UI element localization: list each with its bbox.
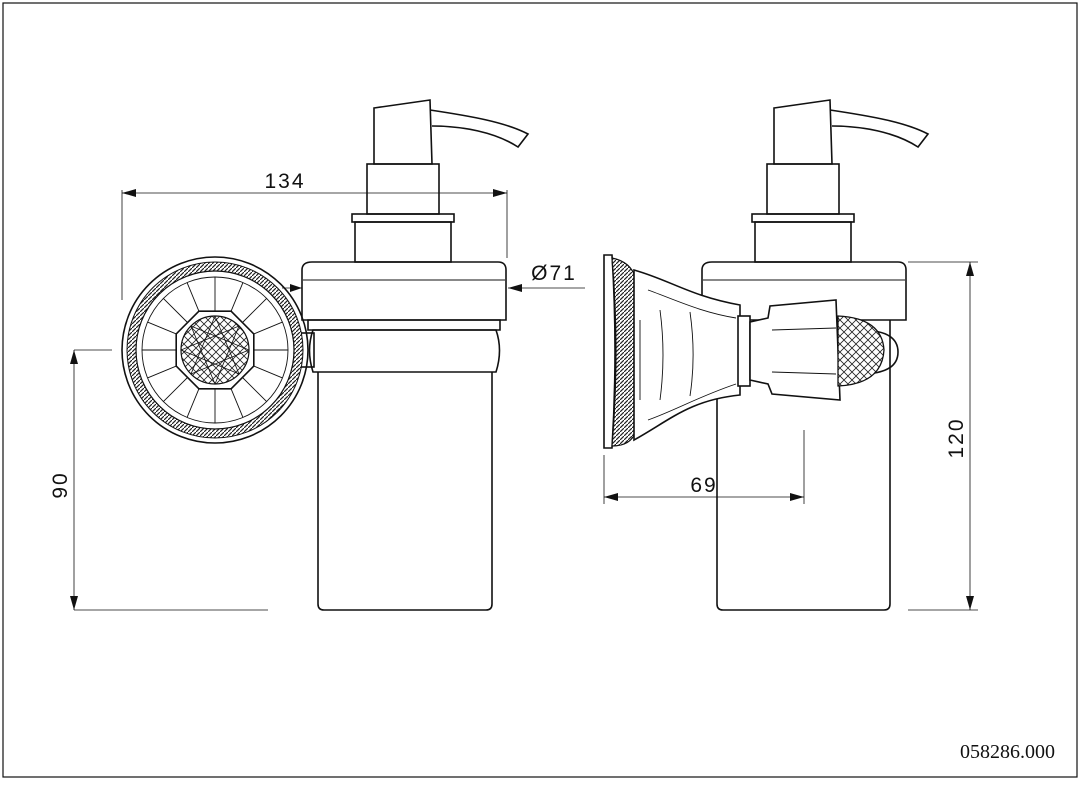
front-pump xyxy=(351,99,530,263)
side-arm xyxy=(749,299,841,401)
rosette-spoke xyxy=(147,321,181,336)
crystal-facet xyxy=(214,325,240,385)
rosette-spoke xyxy=(147,364,181,379)
dimension-120-label: 120 xyxy=(945,417,968,458)
product-code: 058286.000 xyxy=(960,741,1055,763)
rosette-spoke xyxy=(229,282,244,316)
crystal-facet xyxy=(214,315,240,375)
crystal-facet xyxy=(190,349,250,375)
rosette-spoke xyxy=(186,384,201,418)
rosette-spoke xyxy=(229,384,244,418)
front-holder-ring xyxy=(308,329,501,373)
rosette-spoke xyxy=(241,376,267,402)
side-cap xyxy=(701,261,907,321)
rosette-spoke xyxy=(163,376,189,402)
side-collar xyxy=(737,315,751,387)
rosette-spoke xyxy=(163,298,189,324)
side-crystal xyxy=(837,315,885,387)
crystal-facet xyxy=(190,315,216,375)
front-cap xyxy=(301,261,507,321)
rosette-spoke xyxy=(249,321,283,336)
rosette-spoke xyxy=(249,364,283,379)
crystal-facet xyxy=(180,349,240,375)
dimension-90-label: 90 xyxy=(49,471,72,498)
front-neck xyxy=(307,319,501,331)
front-dimensions: 134 Ø71 90 xyxy=(49,170,585,611)
crystal-facet xyxy=(190,325,216,385)
side-view xyxy=(603,99,930,611)
dimension-diameter-71-label: Ø71 xyxy=(531,262,577,285)
dimension-69-label: 69 xyxy=(690,474,717,497)
crystal-facet xyxy=(190,325,250,351)
side-dimensions: 69 120 xyxy=(603,261,978,611)
crystal-facet xyxy=(180,325,240,351)
side-bracket-flare xyxy=(633,268,741,442)
front-glass-container xyxy=(317,372,493,611)
front-wall-rosette xyxy=(121,256,309,444)
side-glass-container xyxy=(716,320,891,611)
rosette-spoke xyxy=(241,298,267,324)
rosette-spoke xyxy=(186,282,201,316)
side-holder-ring xyxy=(859,329,899,375)
side-pump xyxy=(751,99,930,263)
side-rosette-edge xyxy=(611,257,637,447)
dimension-134-label: 134 xyxy=(264,170,305,193)
front-view xyxy=(121,99,530,611)
